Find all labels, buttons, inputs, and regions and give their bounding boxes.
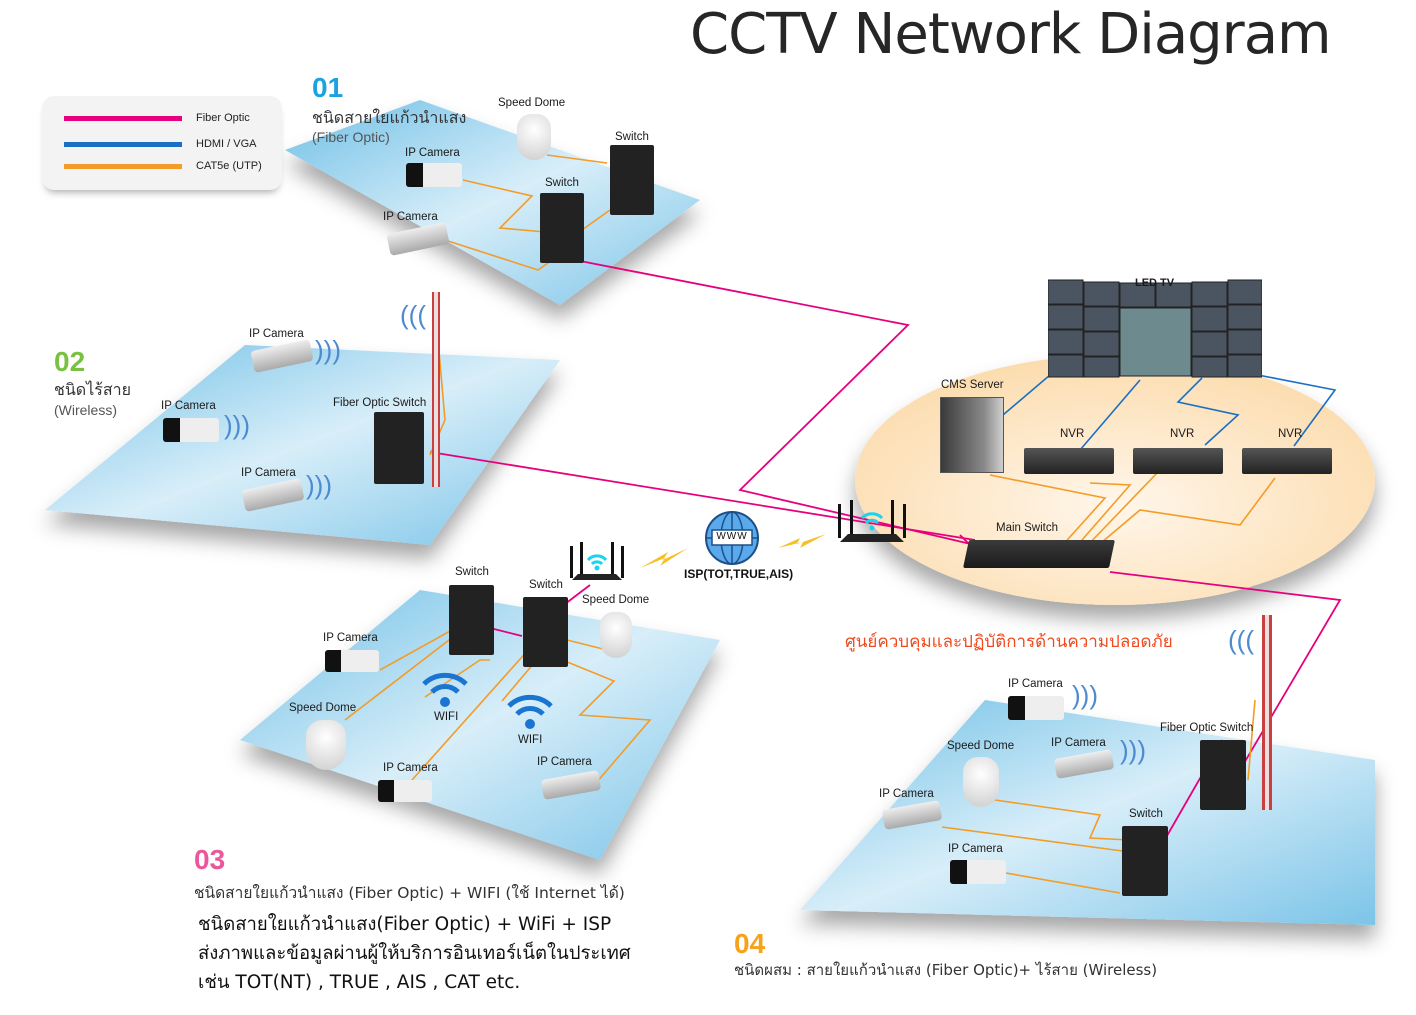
s03-wifi-icon-b xyxy=(505,690,555,732)
s04-speed-dome-label: Speed Dome xyxy=(947,740,1015,752)
s01-ip-camera-a-label: IP Camera xyxy=(405,147,460,159)
legend-item-cat5e: CAT5e (UTP) xyxy=(64,160,262,172)
led-tv-label: LED TV xyxy=(1135,277,1175,289)
wifi-router-left xyxy=(568,542,626,584)
control-center-caption: ศูนย์ควบคุมและปฏิบัติการด้านความปลอดภัย xyxy=(845,632,1173,652)
s04-ip-camera-a xyxy=(1008,696,1064,720)
s02-wireless-signal-icon-c: ))) xyxy=(306,470,332,500)
s03-wifi-b-label: WIFI xyxy=(518,734,543,746)
main-switch xyxy=(963,540,1115,568)
cms-server-label: CMS Server xyxy=(941,379,1004,391)
s04-tower-signal-icon: ((( xyxy=(1228,625,1254,655)
s03-speed-dome-b-label: Speed Dome xyxy=(582,594,650,606)
floor-01-plate xyxy=(285,100,700,305)
s02-ip-camera-c-label: IP Camera xyxy=(241,467,296,479)
cms-server xyxy=(940,397,1004,473)
section-04-title: ชนิดผสม : สายใยแก้วนำแสง (Fiber Optic)+ … xyxy=(734,961,1158,979)
legend-item-hdmi: HDMI / VGA xyxy=(64,138,257,150)
main-switch-label: Main Switch xyxy=(996,522,1058,534)
s03-speed-dome-a-label: Speed Dome xyxy=(289,702,357,714)
cable-legend: Fiber Optic HDMI / VGA CAT5e (UTP) xyxy=(42,96,282,190)
s02-ip-camera-a-label: IP Camera xyxy=(249,328,304,340)
section-01-number: 01 xyxy=(312,72,344,103)
s03-switch-a-label: Switch xyxy=(455,566,489,578)
section-02-number: 02 xyxy=(54,346,86,377)
s03-ip-camera-c-label: IP Camera xyxy=(537,756,592,768)
s02-fiber-switch-label: Fiber Optic Switch xyxy=(333,397,427,409)
radio-tower-04 xyxy=(1262,615,1272,810)
s01-switch-a-label: Switch xyxy=(545,177,579,189)
s03-wifi-icon-a xyxy=(420,668,470,710)
section-01-title: ชนิดสายใยแก้วนำแสง xyxy=(312,108,467,127)
nvr-2 xyxy=(1133,448,1223,474)
s04-fiber-switch-label: Fiber Optic Switch xyxy=(1160,722,1254,734)
s04-switch xyxy=(1122,826,1168,896)
s04-wireless-signal-icon-a: ))) xyxy=(1072,680,1098,710)
s04-wireless-signal-icon-b: ))) xyxy=(1120,735,1146,765)
nvr-2-label: NVR xyxy=(1170,428,1195,440)
floor-02-plate xyxy=(45,345,560,545)
s03-wifi-a-label: WIFI xyxy=(434,711,459,723)
nvr-1 xyxy=(1024,448,1114,474)
led-tv-wall xyxy=(1047,278,1263,378)
s04-speed-dome xyxy=(963,757,999,807)
s02-fiber-switch xyxy=(374,412,424,484)
s04-ip-camera-a-label: IP Camera xyxy=(1008,678,1063,690)
radio-tower-02 xyxy=(432,292,440,487)
legend-swatch-fiber xyxy=(64,115,182,121)
cat5e-cables xyxy=(344,154,1276,894)
s02-tower-signal-icon: ((( xyxy=(400,300,426,330)
s02-wireless-signal-icon-a: ))) xyxy=(315,335,341,365)
section-04-number: 04 xyxy=(734,928,766,959)
s01-switch-b xyxy=(610,145,654,215)
lightning-bolt-right xyxy=(778,534,826,548)
section-03-title: ชนิดสายใยแก้วนำแสง (Fiber Optic) + WIFI … xyxy=(194,884,625,902)
s04-ip-camera-c-label: IP Camera xyxy=(879,788,934,800)
s04-ip-camera-b-label: IP Camera xyxy=(1051,737,1106,749)
control-center-floor xyxy=(855,355,1375,605)
section-01-subtitle: (Fiber Optic) xyxy=(312,129,390,145)
s01-ip-camera-a xyxy=(406,163,462,187)
nvr-3 xyxy=(1242,448,1332,474)
s04-fiber-switch xyxy=(1200,740,1246,810)
s02-ip-camera-b-label: IP Camera xyxy=(161,400,216,412)
s03-switch-b-label: Switch xyxy=(529,579,563,591)
s01-speed-dome xyxy=(517,114,551,160)
legend-swatch-cat5e xyxy=(64,163,182,169)
s04-ip-camera-d-label: IP Camera xyxy=(948,843,1003,855)
legend-swatch-hdmi xyxy=(64,141,182,147)
s03-speed-dome-a xyxy=(306,720,346,770)
internet-globe-icon xyxy=(704,510,760,566)
lightning-bolt-left xyxy=(640,548,688,568)
s04-switch-label: Switch xyxy=(1129,808,1163,820)
globe-www-text: WWW xyxy=(716,531,748,542)
s02-wireless-signal-icon-b: ))) xyxy=(224,410,250,440)
hdmi-vga-cables xyxy=(1002,374,1337,451)
s01-speed-dome-label: Speed Dome xyxy=(498,97,566,109)
wifi-router-right xyxy=(836,500,908,544)
s02-ip-camera-b xyxy=(163,418,219,442)
s03-ip-camera-b-label: IP Camera xyxy=(383,762,438,774)
s01-ip-camera-b-label: IP Camera xyxy=(383,211,438,223)
s03-speed-dome-b xyxy=(600,612,632,658)
section-02-subtitle: (Wireless) xyxy=(54,402,117,418)
s03-ip-camera-b xyxy=(378,780,432,802)
nvr-1-label: NVR xyxy=(1060,428,1085,440)
s01-switch-a xyxy=(540,193,584,263)
isp-description: ชนิดสายใยแก้วนำแสง(Fiber Optic) + WiFi +… xyxy=(198,914,631,993)
nvr-3-label: NVR xyxy=(1278,428,1303,440)
section-02-title: ชนิดไร้สาย xyxy=(54,380,131,399)
section-03-number: 03 xyxy=(194,844,226,875)
isp-label: ISP(TOT,TRUE,AIS) xyxy=(684,567,794,581)
diagram-title: CCTV Network Diagram xyxy=(690,2,1332,67)
s04-ip-camera-d xyxy=(950,860,1006,884)
s03-switch-a xyxy=(449,585,494,655)
legend-item-fiber: Fiber Optic xyxy=(64,112,250,124)
s03-ip-camera-a-label: IP Camera xyxy=(323,632,378,644)
s03-switch-b xyxy=(523,597,568,667)
s03-ip-camera-a xyxy=(325,650,379,672)
s01-switch-b-label: Switch xyxy=(615,131,649,143)
